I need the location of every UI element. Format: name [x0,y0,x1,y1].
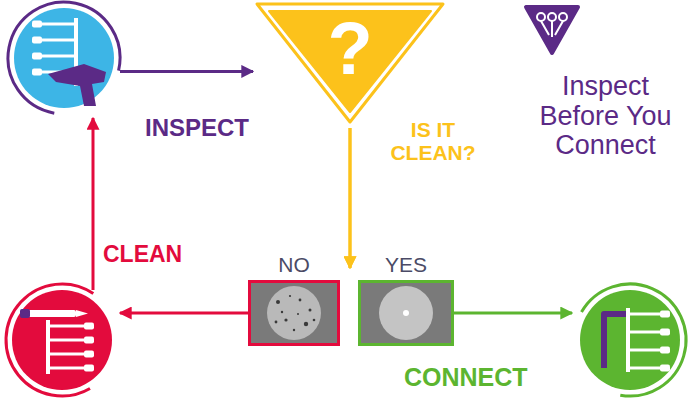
answer-label: NO [248,253,340,276]
contamination-spot [276,300,280,304]
node-shape [248,280,340,346]
node-shape [358,280,454,346]
contamination-spot [309,309,312,312]
connector-prong [630,313,662,316]
flow-arrow [120,70,253,73]
step-label: CLEAN [103,242,182,267]
dirty-fiber-image: NO [248,280,340,346]
connector-bar [46,320,50,374]
image-frame [250,282,339,345]
connector-prong [50,339,86,342]
contamination-spot [304,322,308,326]
fiber-endface [379,286,433,340]
connect-step: CONNECT [574,284,686,396]
image-frame [360,282,453,345]
contamination-spot [281,311,283,313]
logo-lines [541,21,563,37]
connector-prong [50,325,86,328]
connector-ferrule [660,365,670,372]
contamination-spot [289,295,291,297]
contamination-spot [275,321,278,324]
ring-arc [582,284,686,396]
connector-ferrule [660,329,670,336]
connector-prong [40,55,74,58]
ring-arc [8,2,120,113]
connector-prong [630,367,662,370]
step-circle [12,290,112,390]
connector-ferrule [32,21,42,28]
connector-prong [40,23,74,26]
decision-triangle: ?IS IT CLEAN? [255,2,445,124]
cleaning-pen-cap [20,309,30,318]
connector-ferrule [660,311,670,318]
node-shape [6,284,118,396]
clean-step: CLEAN [6,284,118,396]
ring-arc [6,284,93,396]
connector-prong [630,349,662,352]
logo-dot [537,13,545,21]
brand-tagline: Inspect Before You Connect [523,72,688,161]
contamination-spot [293,329,295,331]
connector-ferrule [660,347,670,354]
connector-ferrule [84,351,94,358]
connector-ferrule [84,365,94,372]
logo-triangle [526,7,578,53]
step-label: CONNECT [404,364,528,392]
logo-dot [559,13,567,21]
flow-arrow [120,312,248,315]
inspect-step: INSPECT [8,2,120,114]
flow-arrow [349,128,352,268]
fiber-endface [267,286,321,340]
contamination-spot [299,299,302,302]
flow-arrow [454,312,572,315]
step-circle [580,290,680,390]
step-label: INSPECT [145,115,249,141]
connector-bar [626,308,630,372]
connector-ferrule [32,37,42,44]
cleaning-pen [28,310,76,317]
connector-ferrule [84,323,94,330]
connector-ferrule [32,69,42,76]
node-shape [574,284,686,396]
connector-prong [50,353,86,356]
contamination-spot [313,319,316,322]
connector-ferrule [32,53,42,60]
node-shape [8,2,120,114]
clean-fiber-image: YES [358,280,454,346]
connector-ferrule [84,337,94,344]
brand-logo [522,4,582,56]
flow-arrow [349,128,352,268]
flow-arrow [92,118,95,290]
logo-dot [548,13,556,21]
fiber-core [403,310,409,316]
question-mark: ? [255,8,445,89]
answer-label: YES [358,253,454,276]
connector-prong [50,367,86,370]
contamination-spot [297,313,299,315]
contamination-spot [284,318,287,321]
patch-cable [604,314,626,368]
cleaning-pen-tip [76,310,88,317]
inspection-probe [48,64,106,106]
connector-prong [630,331,662,334]
decision-question: IS IT CLEAN? [388,118,478,164]
connector-prong [40,39,74,42]
step-circle [14,8,114,108]
